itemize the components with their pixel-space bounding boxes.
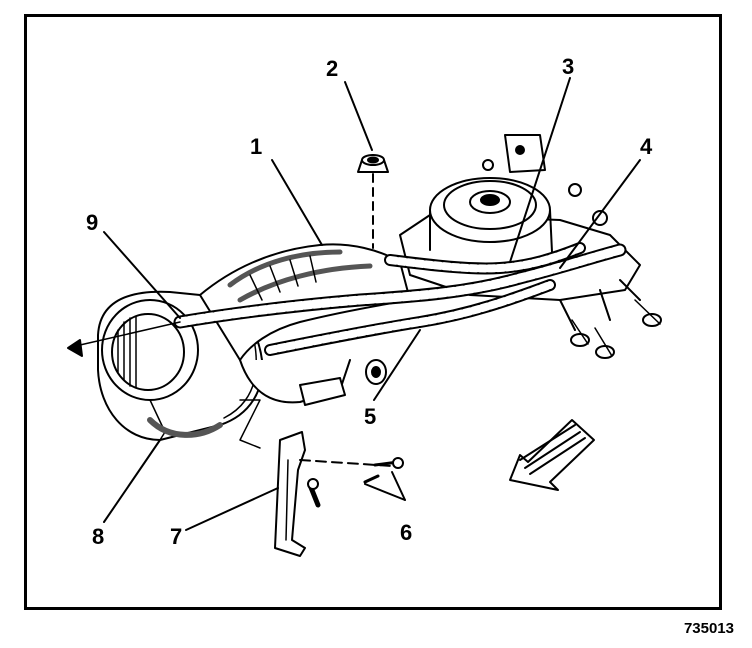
filter-housing <box>97 290 264 441</box>
callout-7: 7 <box>170 524 183 549</box>
leader-3 <box>509 77 571 263</box>
leader-2 <box>344 81 373 151</box>
leader-4 <box>559 159 641 269</box>
bolt-upper <box>373 457 404 469</box>
wiring-harness <box>67 242 627 357</box>
callout-8: 8 <box>92 524 105 549</box>
callout-1: 1 <box>250 134 263 159</box>
nut <box>357 154 389 249</box>
leader-6b <box>364 483 406 501</box>
callout-2: 2 <box>326 56 339 81</box>
callout-5: 5 <box>364 404 377 429</box>
diagram-frame <box>24 14 722 610</box>
view-direction-arrow <box>509 419 595 491</box>
clip <box>365 359 387 385</box>
leader-8 <box>103 439 161 523</box>
leader-5 <box>373 329 421 401</box>
leader-9 <box>103 231 181 319</box>
leader-7 <box>185 487 279 531</box>
canister-assembly <box>399 134 662 359</box>
callout-4: 4 <box>640 134 653 159</box>
leader-lines <box>103 77 641 531</box>
figure-id: 735013 <box>683 620 734 637</box>
bolt-lower <box>307 474 380 508</box>
leader-6a <box>391 471 406 501</box>
callout-6: 6 <box>400 520 413 545</box>
leader-1 <box>271 159 323 246</box>
callout-3: 3 <box>562 54 575 79</box>
mounting-bracket <box>239 399 393 557</box>
callout-9: 9 <box>86 210 99 235</box>
